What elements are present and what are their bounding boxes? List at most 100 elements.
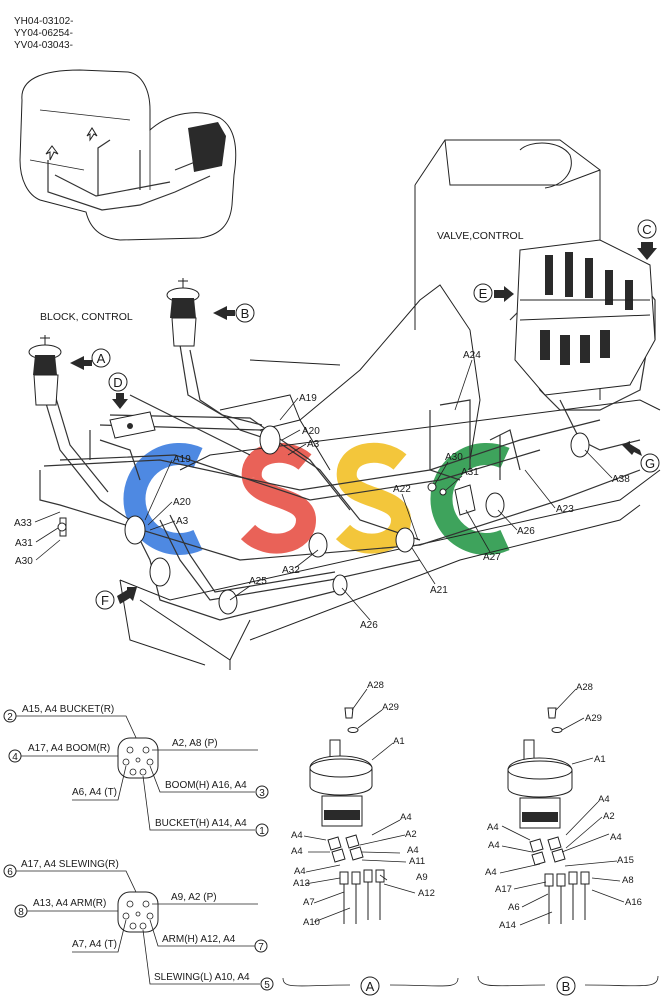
- callout-a-a4-r2: A4: [407, 845, 419, 856]
- callout-a-a11: A11: [409, 856, 425, 867]
- watermark-s1: [240, 442, 317, 554]
- serial-3: YV04-03043-: [14, 40, 73, 51]
- port-num-6: 6: [7, 867, 13, 878]
- watermark-s2: [335, 442, 412, 554]
- callout-a-a7: A7: [303, 897, 315, 908]
- view-marker-e: E: [473, 283, 514, 303]
- callout-a-a28: A28: [367, 680, 384, 691]
- callout-a26-bottom: A26: [360, 620, 378, 631]
- port-label-p2: A9, A2 (P): [171, 892, 217, 903]
- port-num-2: 2: [7, 712, 13, 723]
- view-b-caption: B: [562, 979, 571, 994]
- port-label-slewing-l: SLEWING(L) A10, A4: [154, 972, 250, 983]
- callout-a-a2: A2: [405, 829, 417, 840]
- callout-b-a17: A17: [495, 884, 512, 895]
- port-label-p1: A2, A8 (P): [172, 738, 218, 749]
- callout-a3-mid: A3: [176, 516, 189, 527]
- callout-a20-top: A20: [302, 426, 320, 437]
- main-callouts: A19 A20 A3 A19 A20 A3 A24 A30 A31 A22 A2…: [14, 350, 630, 631]
- callout-b-a4-l3: A4: [485, 867, 497, 878]
- callout-a-a1: A1: [393, 736, 405, 747]
- port-label-bucket-h: BUCKET(H) A14, A4: [155, 818, 247, 829]
- watermark-c2: [430, 443, 510, 555]
- block-control-title: BLOCK, CONTROL: [40, 311, 133, 323]
- callout-b-a4-l2: A4: [488, 840, 500, 851]
- callout-a-a10: A10: [303, 917, 320, 928]
- port-num-5: 5: [264, 980, 270, 991]
- callout-a38: A38: [612, 474, 630, 485]
- callout-a-a4-r1: A4: [400, 812, 412, 823]
- machine-frame: [119, 139, 661, 670]
- callout-b-a8: A8: [622, 875, 634, 886]
- callout-a-a12: A12: [418, 888, 435, 899]
- serial-2: YY04-06254-: [14, 28, 73, 39]
- port-num-1: 1: [259, 826, 265, 837]
- port-diagram-1: 2 A15, A4 BUCKET(R) 4 A17, A4 BOOM(R) A2…: [3, 704, 269, 837]
- view-label-a: A: [97, 351, 106, 366]
- callout-b-a6: A6: [508, 902, 520, 913]
- port-num-4: 4: [12, 752, 18, 763]
- callout-a22: A22: [393, 484, 411, 495]
- view-marker-g: G: [622, 441, 660, 473]
- port-num-8: 8: [18, 907, 24, 918]
- callout-a31-left: A31: [15, 538, 33, 549]
- view-label-f: F: [101, 593, 109, 608]
- callout-a-a4-l1: A4: [291, 830, 303, 841]
- callout-b-a1: A1: [594, 754, 606, 765]
- callout-a-a9: A9: [416, 872, 428, 883]
- serial-1: YH04-03102-: [14, 16, 73, 27]
- port-label-boom-r: A17, A4 BOOM(R): [28, 743, 110, 754]
- view-a-caption: A: [366, 979, 375, 994]
- serial-numbers: YH04-03102- YY04-06254- YV04-03043-: [14, 16, 73, 51]
- callout-b-a15: A15: [617, 855, 634, 866]
- view-label-g: G: [645, 456, 655, 471]
- callout-a26-right: A26: [517, 526, 535, 537]
- callout-a21: A21: [430, 585, 448, 596]
- callout-b-a28: A28: [576, 682, 593, 693]
- clamps: [57, 425, 590, 615]
- view-label-d: D: [113, 375, 122, 390]
- callout-a25: A25: [249, 576, 267, 587]
- control-valve-block: [514, 239, 656, 396]
- port-label-t2: A7, A4 (T): [72, 939, 117, 950]
- callout-a3-top: A3: [307, 439, 320, 450]
- callout-b-a2: A2: [603, 811, 615, 822]
- view-marker-f: F: [95, 587, 137, 610]
- callout-a-a4-l2: A4: [291, 846, 303, 857]
- callout-a-a29: A29: [382, 702, 399, 713]
- valve-control-title: VALVE,CONTROL: [437, 230, 524, 242]
- callout-a27: A27: [483, 552, 501, 563]
- callout-b-a4-l1: A4: [487, 822, 499, 833]
- view-marker-a: A: [70, 348, 111, 370]
- callout-a20-mid: A20: [173, 497, 191, 508]
- port-num-3: 3: [259, 788, 265, 799]
- port-label-boom-h: BOOM(H) A16, A4: [165, 780, 247, 791]
- callout-a23: A23: [556, 504, 574, 515]
- view-marker-d: D: [108, 372, 128, 409]
- exploded-view-a: A28 A29 A1 A4 A4 A2 A4 A4 A4 A11 A13 A9 …: [282, 680, 459, 996]
- callout-a30-right: A30: [445, 452, 463, 463]
- view-label-c: C: [642, 222, 651, 237]
- callout-b-a4-r2: A4: [610, 832, 622, 843]
- callout-a31-right: A31: [461, 467, 479, 478]
- machine-overview-inset: [19, 69, 237, 241]
- callout-a-a13: A13: [293, 878, 310, 889]
- port-diagram-2: 6 A17, A4 SLEWING(R) 8 A13, A4 ARM(R) A9…: [3, 859, 274, 991]
- callout-b-a14: A14: [499, 920, 516, 931]
- view-label-e: E: [479, 286, 488, 301]
- pilot-valve-right: [166, 278, 200, 347]
- callout-a32: A32: [282, 565, 300, 576]
- callout-b-a29: A29: [585, 713, 602, 724]
- callout-a33: A33: [14, 518, 32, 529]
- exploded-view-b: A28 A29 A1 A4 A4 A2 A4 A4 A4 A15 A17 A8 …: [477, 682, 659, 996]
- view-marker-b: B: [213, 303, 255, 323]
- view-label-b: B: [241, 306, 250, 321]
- port-label-arm-r: A13, A4 ARM(R): [33, 898, 106, 909]
- port-num-7: 7: [258, 942, 264, 953]
- port-label-slewing-r: A17, A4 SLEWING(R): [21, 859, 119, 870]
- callout-a30-left: A30: [15, 556, 33, 567]
- port-label-bucket-r: A15, A4 BUCKET(R): [22, 704, 114, 715]
- view-marker-c: C: [637, 219, 657, 260]
- callout-a19-top: A19: [299, 393, 317, 404]
- callout-a-a4-l3: A4: [294, 866, 306, 877]
